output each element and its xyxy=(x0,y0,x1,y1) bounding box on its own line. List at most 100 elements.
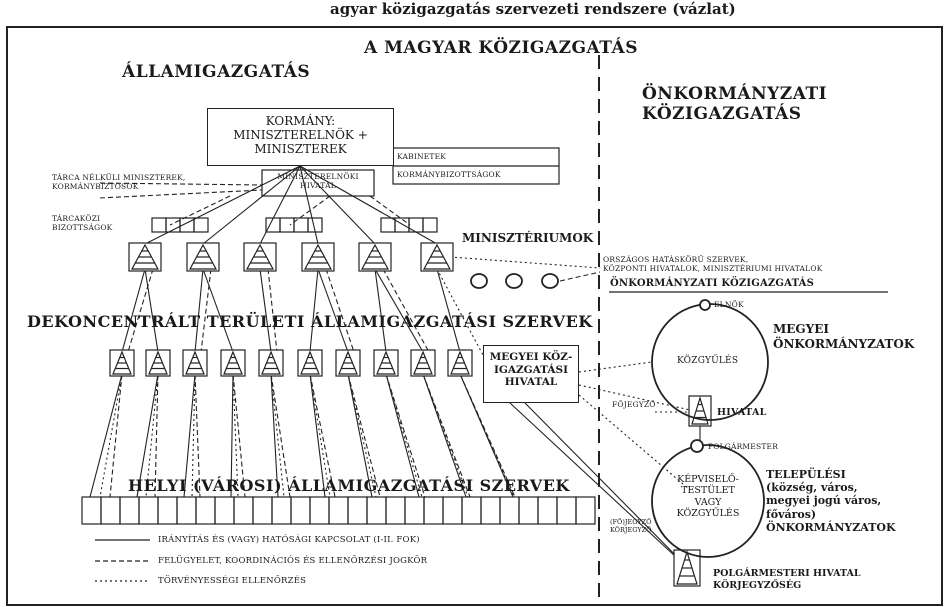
ministry-triangle xyxy=(358,242,392,272)
ministry-triangle xyxy=(128,242,162,272)
local-office-box xyxy=(480,496,501,525)
ministry-triangle xyxy=(186,242,220,272)
local-office-box xyxy=(233,496,254,525)
local-office-box xyxy=(100,496,121,525)
outer-frame xyxy=(6,26,943,606)
connector-line xyxy=(509,402,691,571)
local-office-box xyxy=(176,496,197,525)
connector-line xyxy=(144,165,301,245)
polgarmester-label: POLGÁRMESTER xyxy=(708,442,779,451)
connector-line xyxy=(200,268,212,353)
ministry-triangle xyxy=(243,242,277,272)
local-office-box xyxy=(442,496,463,525)
connector-line xyxy=(259,165,301,245)
deconcentrated-triangle xyxy=(182,349,208,377)
connector-line xyxy=(459,373,516,498)
local-office-box xyxy=(423,496,444,525)
small-box xyxy=(380,217,396,233)
ministries-label: MINISZTÉRIUMOK xyxy=(462,231,594,245)
megyei-label: MEGYEI ÖNKORMÁNYZATOK xyxy=(773,322,915,351)
deconcentrated-triangle xyxy=(373,349,399,377)
connector-line xyxy=(267,268,278,353)
local-office-box xyxy=(385,496,406,525)
local-office-box xyxy=(556,496,577,525)
local-office-box xyxy=(271,496,292,525)
pm-office-label: MINISZTERELNÖKI HIVATAL xyxy=(277,172,359,190)
connector-line xyxy=(309,373,326,498)
ministry-triangle xyxy=(420,242,454,272)
hivatal-label: HIVATAL xyxy=(717,407,767,418)
deconcentrated-triangle xyxy=(447,349,473,377)
local-office-box xyxy=(157,496,178,525)
connector-line xyxy=(169,195,231,226)
connector-line xyxy=(99,373,123,498)
connector-line xyxy=(289,195,331,226)
small-box xyxy=(422,217,438,233)
polg-hivatal-triangle xyxy=(673,549,701,587)
local-office-box xyxy=(518,496,539,525)
connector-line xyxy=(347,373,381,498)
local-office-box xyxy=(195,496,216,525)
elnok-dot xyxy=(699,299,711,311)
connector-line xyxy=(578,394,691,491)
connector-line xyxy=(99,182,263,186)
legend-solid-label: IRÁNYÍTÁS ÉS (VAGY) HATÓSÁGI KAPCSOLAT (… xyxy=(158,535,420,545)
connector-line xyxy=(202,268,234,353)
connector-line xyxy=(109,373,123,498)
connector-line xyxy=(145,373,159,498)
connector-line xyxy=(309,268,319,353)
connector-line xyxy=(422,373,469,498)
local-office-box xyxy=(366,496,387,525)
local-office-box xyxy=(328,496,349,525)
connector-line xyxy=(299,165,319,245)
fojegyzo-label: FŐJEGYZŐ xyxy=(612,400,656,409)
deconcentrated-triangle xyxy=(220,349,246,377)
connector-line xyxy=(99,189,263,199)
interministerial-label: TÁRCAKÖZI BIZOTTSÁGOK xyxy=(52,214,113,232)
connector-line xyxy=(299,165,438,245)
kozgyules-label: KÖZGYŰLÉS xyxy=(677,356,739,366)
local-office-box xyxy=(575,496,596,525)
local-office-box xyxy=(404,496,425,525)
connector-line xyxy=(422,373,471,498)
deconcentrated-triangle xyxy=(109,349,135,377)
connector-line xyxy=(459,373,515,498)
elnok-label: ELNÖK xyxy=(714,300,744,309)
legend-dashed-label: FELÜGYELET, KOORDINÁCIÓS ÉS ELLENŐRZÉSI … xyxy=(158,556,428,566)
connector-line xyxy=(382,268,430,353)
government-label: KORMÁNY: MINISZTERELNÖK + MINISZTEREK xyxy=(233,114,368,156)
connector-line xyxy=(436,268,484,356)
connector-line xyxy=(559,271,601,282)
deconcentrated-triangle xyxy=(297,349,323,377)
government-box: KORMÁNY: MINISZTERELNÖK + MINISZTEREK xyxy=(207,108,394,166)
local-office-box xyxy=(461,496,482,525)
connector-line xyxy=(385,373,423,498)
kabinetek-label: KABINETEK xyxy=(397,152,447,161)
polg-hivatal-label: POLGÁRMESTERI HIVATAL KÖRJEGYZŐSÉG xyxy=(713,568,861,592)
connector-line xyxy=(436,268,461,353)
connector-line xyxy=(369,195,411,226)
small-box xyxy=(193,217,209,233)
local-office-box xyxy=(81,496,102,525)
connector-line xyxy=(121,268,146,353)
connector-line xyxy=(374,268,387,353)
connector-line xyxy=(154,373,159,498)
bizottsagok-label: KORMÁNYBIZOTTSÁGOK xyxy=(397,170,501,179)
connector-line xyxy=(89,373,123,498)
local-office-box xyxy=(252,496,273,525)
connector-line xyxy=(230,373,234,498)
connector-line xyxy=(202,165,301,245)
ministers-without-label: TÁRCA NÉLKÜLI MINISZTEREK, KORMÁNYBIZTOS… xyxy=(52,173,186,191)
local-office-box xyxy=(290,496,311,525)
connector-line xyxy=(259,268,272,353)
connector-line xyxy=(449,256,601,269)
connector-line xyxy=(127,268,154,353)
hivatal-triangle xyxy=(688,395,712,427)
telepulesi-label: TELEPÜLÉSI (község, város, megyei jogú v… xyxy=(766,468,896,534)
connector-line xyxy=(191,373,196,498)
connector-line xyxy=(194,268,204,353)
county-admin-label: MEGYEI KÖZ- IGAZGATÁSI HIVATAL xyxy=(489,351,573,389)
deconcentrated-triangle xyxy=(410,349,436,377)
